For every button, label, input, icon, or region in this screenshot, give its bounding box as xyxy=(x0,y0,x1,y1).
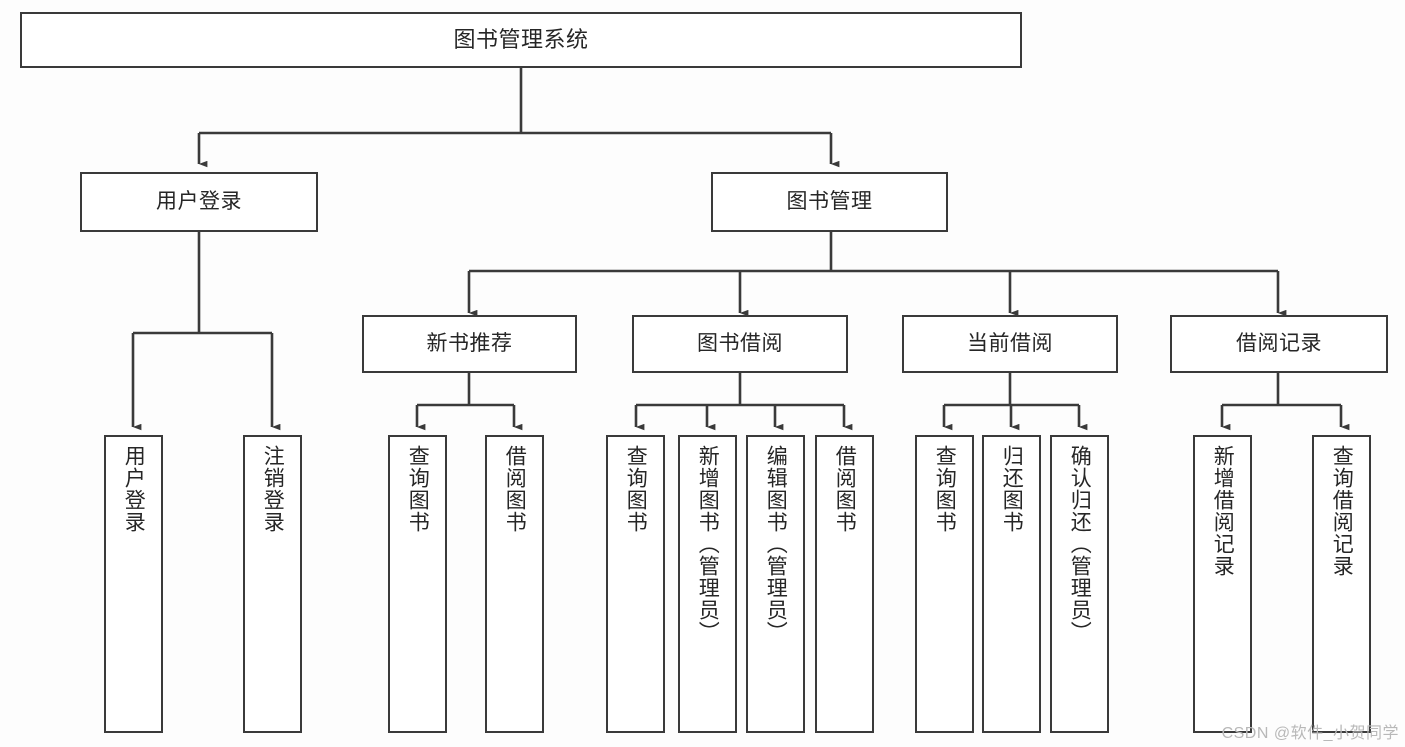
node-root-system[interactable]: 图书管理系统 xyxy=(20,12,1022,68)
node-label: 新增图书（管理员） xyxy=(696,445,720,643)
node-label: 查询借阅记录 xyxy=(1330,445,1354,577)
csdn-watermark: CSDN @软件_小贺同学 xyxy=(1221,725,1399,742)
node-label: 用户登录 xyxy=(156,189,242,213)
node-label: 借阅图书 xyxy=(503,445,527,533)
leaf-current-return-book[interactable]: 归还图书 xyxy=(982,435,1041,733)
leaf-recommend-query-book[interactable]: 查询图书 xyxy=(388,435,447,733)
node-book-management[interactable]: 图书管理 xyxy=(711,172,948,232)
node-user-login[interactable]: 用户登录 xyxy=(80,172,318,232)
node-label: 归还图书 xyxy=(1000,445,1024,533)
node-label: 注销登录 xyxy=(261,445,285,533)
leaf-record-add-record[interactable]: 新增借阅记录 xyxy=(1193,435,1252,733)
leaf-borrow-borrow-book[interactable]: 借阅图书 xyxy=(815,435,874,733)
node-current-borrow[interactable]: 当前借阅 xyxy=(902,315,1118,373)
node-label: 确认归还（管理员） xyxy=(1068,445,1092,643)
node-book-borrow[interactable]: 图书借阅 xyxy=(632,315,848,373)
leaf-recommend-borrow-book[interactable]: 借阅图书 xyxy=(485,435,544,733)
node-label: 当前借阅 xyxy=(967,331,1053,355)
leaf-record-query-record[interactable]: 查询借阅记录 xyxy=(1312,435,1371,733)
leaf-borrow-edit-book-admin[interactable]: 编辑图书（管理员） xyxy=(746,435,805,733)
node-label: 查询图书 xyxy=(406,445,430,533)
node-label: 新书推荐 xyxy=(426,331,513,355)
node-label: 借阅图书 xyxy=(833,445,857,533)
node-label: 图书借阅 xyxy=(697,331,783,355)
node-label: 查询图书 xyxy=(933,445,957,533)
leaf-user-login-login[interactable]: 用户登录 xyxy=(104,435,163,733)
leaf-borrow-query-book[interactable]: 查询图书 xyxy=(606,435,665,733)
node-label: 图书管理 xyxy=(786,189,873,213)
node-borrow-record[interactable]: 借阅记录 xyxy=(1170,315,1388,373)
leaf-current-confirm-return-admin[interactable]: 确认归还（管理员） xyxy=(1050,435,1109,733)
leaf-borrow-add-book-admin[interactable]: 新增图书（管理员） xyxy=(678,435,737,733)
node-label: 新增借阅记录 xyxy=(1211,445,1235,577)
node-label: 编辑图书（管理员） xyxy=(764,445,788,643)
node-label: 图书管理系统 xyxy=(453,27,589,53)
node-label: 借阅记录 xyxy=(1236,331,1322,355)
leaf-current-query-book[interactable]: 查询图书 xyxy=(915,435,974,733)
leaf-user-login-logout[interactable]: 注销登录 xyxy=(243,435,302,733)
node-label: 用户登录 xyxy=(122,445,146,533)
node-new-book-recommend[interactable]: 新书推荐 xyxy=(362,315,577,373)
node-label: 查询图书 xyxy=(624,445,648,533)
